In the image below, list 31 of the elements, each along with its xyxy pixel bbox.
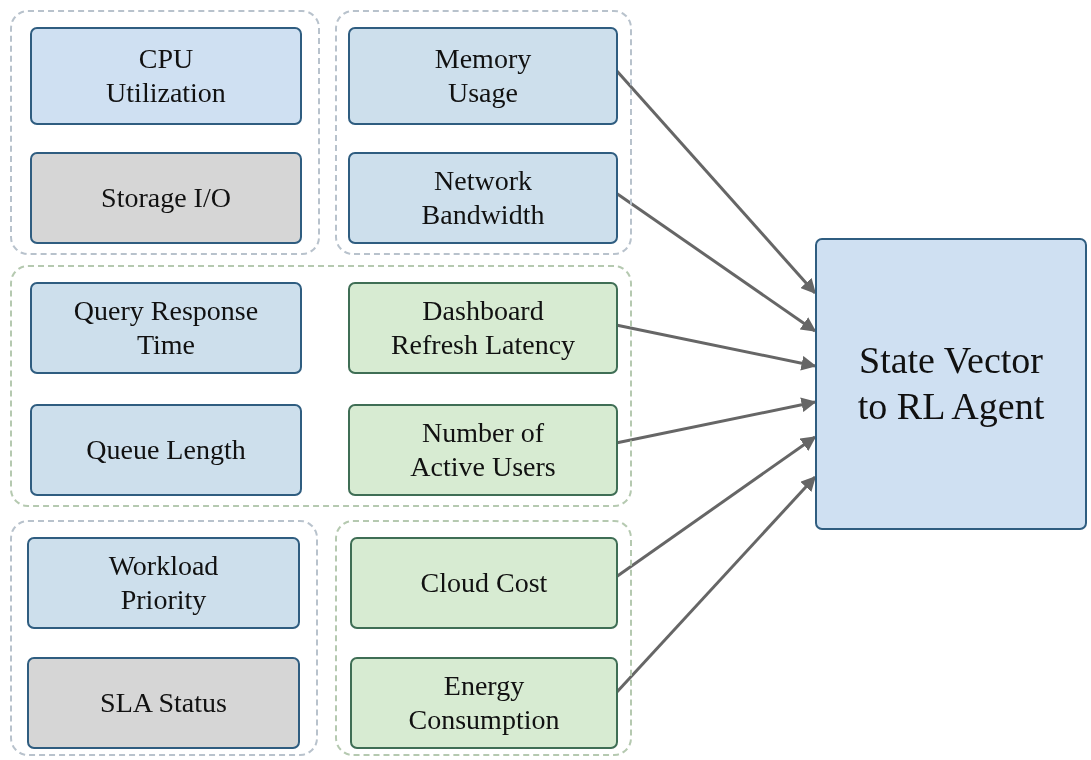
- metric-box: [348, 27, 618, 125]
- box-label: SLA Status: [100, 686, 227, 720]
- metric-box: [348, 152, 618, 244]
- box-label: Network Bandwidth: [420, 164, 546, 232]
- metric-box: [30, 404, 302, 496]
- box-label: Queue Length: [86, 433, 246, 467]
- metric-box: [348, 282, 618, 374]
- metric-box: [27, 657, 300, 749]
- metric-box: [348, 404, 618, 496]
- box-label: Number of Active Users: [409, 416, 557, 484]
- metric-box: [30, 282, 302, 374]
- box-label: Query Response Time: [72, 294, 260, 362]
- dashed-group-box: [335, 520, 632, 756]
- metric-box: [350, 537, 618, 629]
- box-label: Memory Usage: [433, 42, 533, 110]
- agent-box: [815, 238, 1087, 530]
- box-label: Workload Priority: [107, 549, 220, 617]
- metric-box: [27, 537, 300, 629]
- dashed-group-box: [10, 265, 632, 507]
- dashed-group-box: [10, 520, 318, 756]
- box-label: Dashboard Refresh Latency: [389, 294, 577, 362]
- metric-box: [30, 152, 302, 244]
- box-label: Energy Consumption: [407, 669, 561, 737]
- box-label: State Vector to RL Agent: [856, 338, 1046, 429]
- box-label: Storage I/O: [101, 181, 231, 215]
- metric-box: [350, 657, 618, 749]
- metric-box: [30, 27, 302, 125]
- dashed-group-box: [335, 10, 632, 255]
- dashed-group-box: [10, 10, 320, 255]
- box-label: Cloud Cost: [420, 566, 548, 600]
- box-label: CPU Utilization: [105, 42, 227, 110]
